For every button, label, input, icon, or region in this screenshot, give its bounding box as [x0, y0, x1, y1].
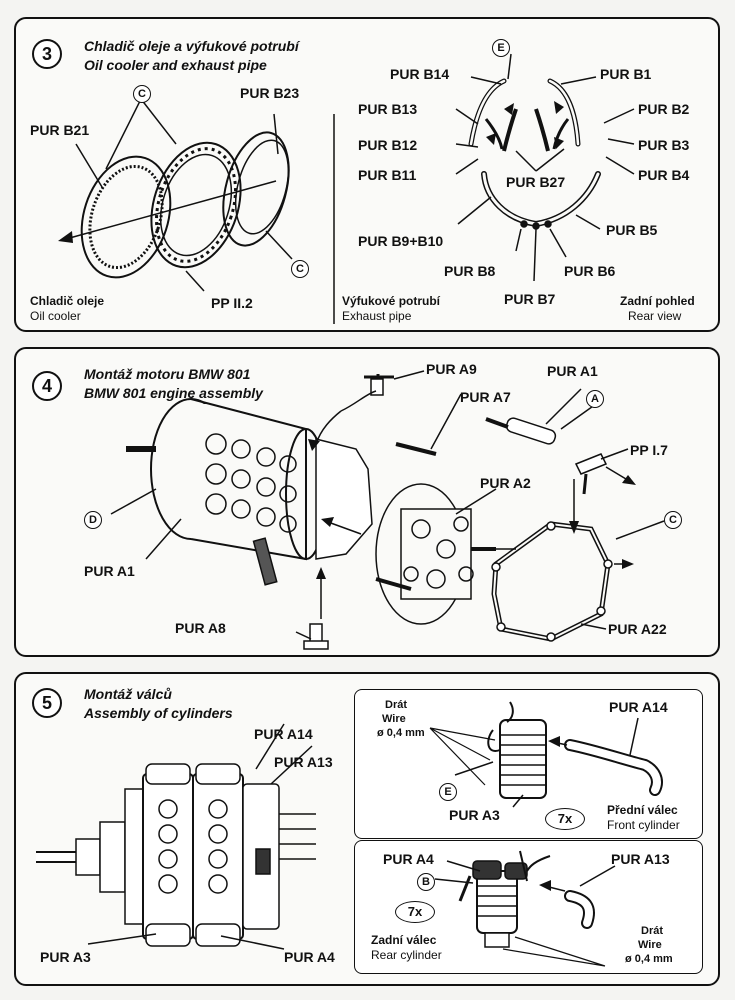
label-pur-a2: PUR A2	[480, 475, 531, 491]
callout-b: B	[417, 873, 435, 891]
label-pur-b11: PUR B11	[358, 167, 417, 183]
label-pur-a13: PUR A13	[274, 754, 333, 770]
qty-badge: 7x	[545, 808, 585, 830]
callout-e: E	[492, 39, 510, 57]
step-number: 4	[32, 371, 62, 401]
caption-oil-cooler-cs: Chladič oleje	[30, 294, 105, 308]
caption-oil-cooler-en: Oil cooler	[30, 309, 81, 323]
label-pur-a8: PUR A8	[175, 620, 226, 636]
label-pp-ii2: PP II.2	[211, 295, 253, 311]
wire-label-en: Wire	[382, 713, 406, 725]
step4-drawing	[16, 349, 718, 655]
front-cylinder-box: Drát Wire ø 0,4 mm E PUR A14 PUR A3 7x P…	[354, 689, 703, 839]
label-pur-a9: PUR A9	[426, 361, 477, 377]
callout-a: A	[586, 390, 604, 408]
wire-label-en: Wire	[638, 939, 662, 951]
label-pur-a1: PUR A1	[84, 563, 135, 579]
label-pur-a14-detail: PUR A14	[609, 699, 668, 715]
step-number: 3	[32, 39, 62, 69]
label-pur-b2: PUR B2	[638, 101, 690, 117]
label-pur-a4-detail: PUR A4	[383, 851, 434, 867]
label-pur-b3: PUR B3	[638, 137, 690, 153]
step-number: 5	[32, 688, 62, 718]
callout-c: C	[291, 260, 309, 278]
label-pur-b7: PUR B7	[504, 291, 556, 307]
label-pur-b1: PUR B1	[600, 66, 652, 82]
step-title-en: BMW 801 engine assembly	[84, 385, 263, 401]
step-title-cs: Montáž motoru BMW 801	[84, 366, 251, 382]
label-pur-a1-top: PUR A1	[547, 363, 598, 379]
caption-front-cylinder-en: Front cylinder	[607, 818, 680, 832]
qty-badge: 7x	[395, 901, 435, 923]
label-pur-b21: PUR B21	[30, 122, 90, 138]
label-pur-b14: PUR B14	[390, 66, 450, 82]
callout-d: D	[84, 511, 102, 529]
label-pur-a22: PUR A22	[608, 621, 667, 637]
label-pur-b8: PUR B8	[444, 263, 496, 279]
label-pur-b13: PUR B13	[358, 101, 418, 117]
label-pur-a14: PUR A14	[254, 726, 313, 742]
label-pur-a3: PUR A3	[40, 949, 91, 965]
wire-size: ø 0,4 mm	[625, 953, 673, 965]
label-pur-a7: PUR A7	[460, 389, 511, 405]
label-pp-i7: PP I.7	[630, 442, 668, 458]
callout-e: E	[439, 783, 457, 801]
caption-rear-cylinder-cs: Zadní válec	[371, 933, 437, 947]
label-pur-a4: PUR A4	[284, 949, 335, 965]
step-title-en: Assembly of cylinders	[84, 705, 233, 721]
label-pur-b9-b10: PUR B9+B10	[358, 233, 444, 249]
rear-cylinder-drawing	[355, 841, 702, 973]
label-pur-b27: PUR B27	[506, 174, 566, 190]
label-pur-b6: PUR B6	[564, 263, 616, 279]
label-pur-b12: PUR B12	[358, 137, 418, 153]
caption-rear-cylinder-en: Rear cylinder	[371, 948, 442, 962]
caption-exhaust-en: Exhaust pipe	[342, 309, 412, 323]
wire-label-cs: Drát	[385, 699, 408, 711]
step3-panel: 3 Chladič oleje a výfukové potrubí Oil c…	[14, 17, 720, 332]
label-pur-a13-detail: PUR A13	[611, 851, 670, 867]
label-pur-b5: PUR B5	[606, 222, 658, 238]
caption-front-cylinder-cs: Přední válec	[607, 803, 678, 817]
rear-cylinder-box: PUR A4 PUR A13 B 7x Zadní válec Rear cyl…	[354, 840, 703, 974]
front-cylinder-drawing	[355, 690, 702, 838]
step-title-cs: Chladič oleje a výfukové potrubí	[84, 38, 299, 54]
step5-panel: 5 Montáž válců Assembly of cylinders PUR…	[14, 672, 720, 986]
step3-drawing	[58, 19, 718, 330]
caption-exhaust-cs: Výfukové potrubí	[342, 294, 441, 308]
step4-panel: 4 Montáž motoru BMW 801 BMW 801 engine a…	[14, 347, 720, 657]
label-pur-a3-detail: PUR A3	[449, 807, 500, 823]
callout-c: C	[133, 85, 151, 103]
caption-rear-view-cs: Zadní pohled	[620, 294, 695, 308]
wire-size: ø 0,4 mm	[377, 727, 425, 739]
wire-label-cs: Drát	[641, 925, 664, 937]
step-title-en: Oil cooler and exhaust pipe	[84, 57, 267, 73]
label-pur-b4: PUR B4	[638, 167, 690, 183]
step-title-cs: Montáž válců	[84, 686, 172, 702]
caption-rear-view-en: Rear view	[628, 309, 682, 323]
callout-c: C	[664, 511, 682, 529]
label-pur-b23: PUR B23	[240, 85, 300, 101]
step5-drawing	[16, 674, 718, 984]
